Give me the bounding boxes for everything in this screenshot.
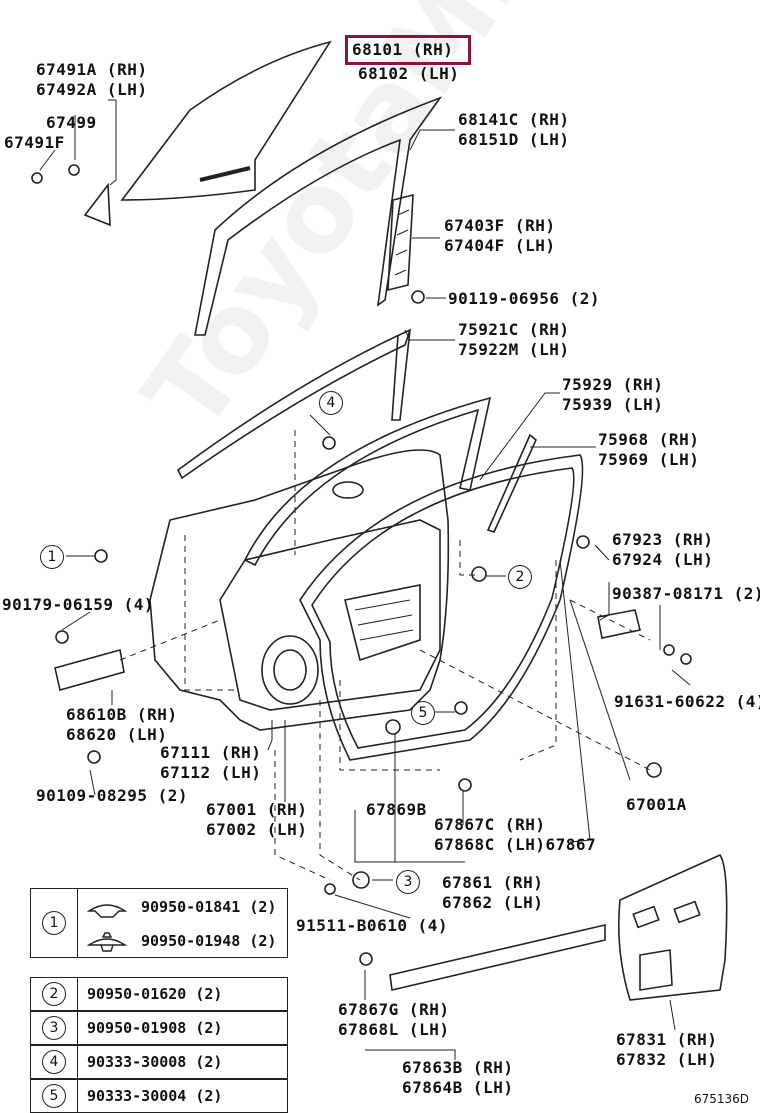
legend-row-4: 4 90333-30008 (2) [30, 1045, 288, 1079]
rear-channel [387, 193, 414, 292]
part-91631-60622[interactable]: 91631-60622 (4) [614, 692, 760, 711]
part-67867G[interactable]: 67867G (RH) [338, 1000, 450, 1019]
highlight-box [345, 35, 471, 65]
part-90387-08171[interactable]: 90387-08171 (2) [612, 584, 760, 603]
part-67923[interactable]: 67923 (RH) [612, 530, 714, 549]
diagram-reference: 675136D [694, 1092, 750, 1106]
run-channel [194, 96, 443, 336]
legend-part-90950-01908[interactable]: 90950-01908 (2) [87, 1019, 223, 1037]
legend-num-2: 2 [42, 982, 66, 1006]
part-67001[interactable]: 67001 (RH) [206, 800, 308, 819]
callout-1[interactable]: 1 [40, 545, 64, 569]
legend-num-5: 5 [42, 1084, 66, 1108]
leader-lines [39, 99, 691, 1060]
callout-2[interactable]: 2 [508, 565, 532, 589]
dashed-guides [119, 430, 651, 881]
part-67492A[interactable]: 67492A (LH) [36, 80, 148, 99]
legend-num-1: 1 [42, 911, 66, 935]
window-regulator [344, 584, 421, 662]
legend-row-2: 2 90950-01620 (2) [30, 977, 288, 1011]
part-67499[interactable]: 67499 [46, 113, 97, 132]
part-91511-B0610[interactable]: 91511-B0610 (4) [296, 916, 448, 935]
belt-molding [176, 328, 412, 480]
part-67002[interactable]: 67002 (LH) [206, 820, 308, 839]
part-90119-06956[interactable]: 90119-06956 (2) [448, 289, 600, 308]
part-67491F[interactable]: 67491F [4, 133, 65, 152]
callout-4[interactable]: 4 [319, 391, 343, 415]
legend-part-90950-01948[interactable]: 90950-01948 (2) [141, 932, 277, 950]
part-67869B[interactable]: 67869B [366, 800, 427, 819]
door-panel [149, 449, 450, 731]
lower-molding [389, 923, 606, 991]
legend-row-5: 5 90333-30004 (2) [30, 1079, 288, 1113]
part-67831[interactable]: 67831 (RH) [616, 1030, 718, 1049]
part-67864B[interactable]: 67864B (LH) [402, 1078, 514, 1097]
callout-3[interactable]: 3 [396, 870, 420, 894]
part-68141C[interactable]: 68141C (RH) [458, 110, 570, 129]
part-67111[interactable]: 67111 (RH) [160, 743, 262, 762]
part-67868C[interactable]: 67868C (LH)67867 [434, 835, 597, 854]
part-67861[interactable]: 67861 (RH) [442, 873, 544, 892]
part-67867C[interactable]: 67867C (RH) [434, 815, 546, 834]
clip-icon-b [86, 932, 128, 952]
door-check [54, 648, 125, 691]
part-67924[interactable]: 67924 (LH) [612, 550, 714, 569]
legend-num-4: 4 [42, 1050, 66, 1074]
part-75939[interactable]: 75939 (LH) [562, 395, 664, 414]
part-68620[interactable]: 68620 (LH) [66, 725, 168, 744]
legend-part-90950-01620[interactable]: 90950-01620 (2) [87, 985, 223, 1003]
part-75968[interactable]: 75968 (RH) [598, 430, 700, 449]
part-67403F[interactable]: 67403F (RH) [444, 216, 556, 235]
part-67868L[interactable]: 67868L (LH) [338, 1020, 450, 1039]
part-90109-08295[interactable]: 90109-08295 (2) [36, 786, 188, 805]
part-90179-06159[interactable]: 90179-06159 (4) [2, 595, 154, 614]
part-67491A[interactable]: 67491A (RH) [36, 60, 148, 79]
legend-row-3: 3 90950-01908 (2) [30, 1011, 288, 1045]
part-67863B[interactable]: 67863B (RH) [402, 1058, 514, 1077]
part-67862[interactable]: 67862 (LH) [442, 893, 544, 912]
weatherstrip-upper [243, 396, 492, 567]
part-68101[interactable]: 68101 (RH) [352, 40, 454, 59]
legend-num-3: 3 [42, 1016, 66, 1040]
part-75922M[interactable]: 75922M (LH) [458, 340, 570, 359]
part-68151D[interactable]: 68151D (LH) [458, 130, 570, 149]
door-glass [120, 40, 332, 201]
part-67001A[interactable]: 67001A [626, 795, 687, 814]
legend-part-90333-30008[interactable]: 90333-30008 (2) [87, 1053, 223, 1071]
service-hole-cover [617, 853, 728, 1001]
door-weatherstrip [299, 454, 584, 761]
door-stop [597, 609, 641, 639]
clip-icon-a [86, 904, 128, 918]
part-68610B[interactable]: 68610B (RH) [66, 705, 178, 724]
part-67832[interactable]: 67832 (LH) [616, 1050, 718, 1069]
part-67404F[interactable]: 67404F (LH) [444, 236, 556, 255]
weatherstrip-rear [486, 433, 537, 533]
legend-part-90333-30004[interactable]: 90333-30004 (2) [87, 1087, 223, 1105]
part-75969[interactable]: 75969 (LH) [598, 450, 700, 469]
part-75921C[interactable]: 75921C (RH) [458, 320, 570, 339]
legend-row-1: 1 90950-01841 (2) 90950-01948 (2) [30, 888, 288, 958]
legend-part-90950-01841[interactable]: 90950-01841 (2) [141, 898, 277, 916]
part-67112[interactable]: 67112 (LH) [160, 763, 262, 782]
callout-5[interactable]: 5 [411, 701, 435, 725]
part-68102[interactable]: 68102 (LH) [358, 64, 460, 83]
part-75929[interactable]: 75929 (RH) [562, 375, 664, 394]
